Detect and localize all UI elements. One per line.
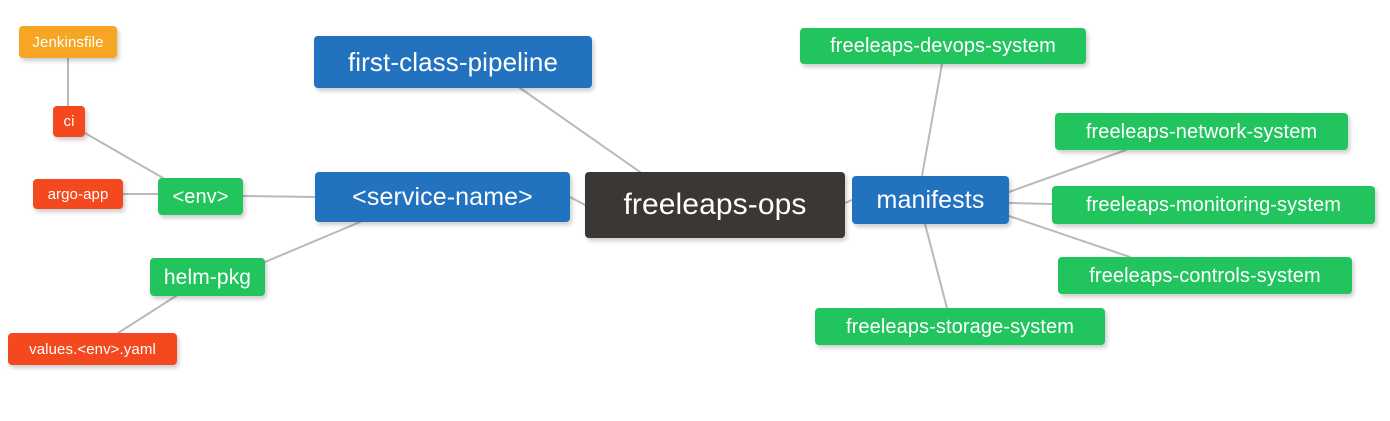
node-freeleaps-ops[interactable]: freeleaps-ops — [585, 172, 845, 238]
node-jenkinsfile[interactable]: Jenkinsfile — [19, 26, 117, 58]
edge-helm-pkg-to-values-env-yaml — [117, 295, 177, 334]
node-freeleaps-network-system[interactable]: freeleaps-network-system — [1055, 113, 1348, 150]
node-freeleaps-monitoring-system[interactable]: freeleaps-monitoring-system — [1052, 186, 1375, 224]
node-freeleaps-devops-system[interactable]: freeleaps-devops-system — [800, 28, 1086, 64]
node-first-class-pipeline[interactable]: first-class-pipeline — [314, 36, 592, 88]
edge-service-name-to-helm-pkg — [264, 221, 361, 263]
node-env[interactable]: <env> — [158, 178, 243, 215]
edge-manifests-to-freeleaps-monitoring-system — [1008, 202, 1053, 205]
edge-freeleaps-ops-to-service-name — [569, 196, 586, 206]
node-ci[interactable]: ci — [53, 106, 85, 137]
edge-freeleaps-ops-to-first-class-pipeline — [519, 87, 641, 173]
node-manifests[interactable]: manifests — [852, 176, 1009, 224]
edge-manifests-to-freeleaps-storage-system — [924, 223, 948, 309]
edge-env-to-ci — [84, 132, 164, 179]
edge-service-name-to-env — [242, 195, 316, 198]
node-values-env-yaml[interactable]: values.<env>.yaml — [8, 333, 177, 365]
node-argo-app[interactable]: argo-app — [33, 179, 123, 209]
edge-freeleaps-ops-to-manifests — [844, 199, 853, 204]
node-freeleaps-controls-system[interactable]: freeleaps-controls-system — [1058, 257, 1352, 294]
node-helm-pkg[interactable]: helm-pkg — [150, 258, 265, 296]
node-service-name[interactable]: <service-name> — [315, 172, 570, 222]
node-freeleaps-storage-system[interactable]: freeleaps-storage-system — [815, 308, 1105, 345]
edge-manifests-to-freeleaps-devops-system — [921, 63, 943, 177]
